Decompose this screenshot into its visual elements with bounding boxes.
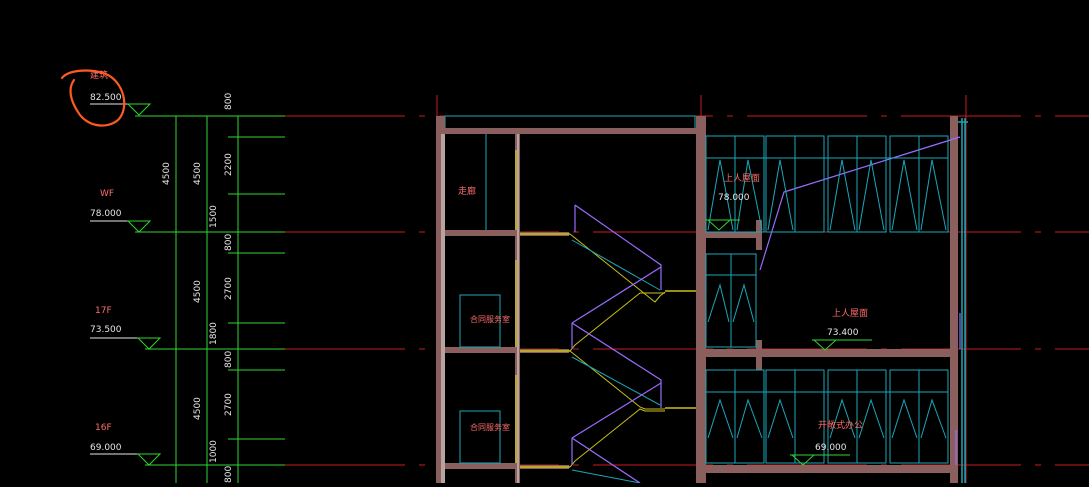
dim-seg-1: 800 <box>224 93 234 110</box>
level-marker-16f: 16F 69.000 <box>90 423 162 466</box>
curtain-wall-upper <box>705 135 949 233</box>
dim-seg-4: 800 <box>224 234 234 251</box>
dim-seg-6: 1800 <box>209 322 219 345</box>
office-name: 开敞式办公 <box>818 419 863 431</box>
interior-level-marks <box>706 219 872 466</box>
dim-seg-2: 2200 <box>224 153 234 176</box>
level-marker-wf: WF 78.000 <box>90 189 152 233</box>
dim-floor-2: 4500 <box>193 280 203 303</box>
railings <box>571 136 961 484</box>
dim-parapet: 4500 <box>162 162 172 185</box>
room-labels: 走廊 合同服务室 合同服务室 上人屋面 78.000 上人屋面 73.400 开… <box>458 173 868 453</box>
level-elevation: 73.500 <box>90 325 122 335</box>
dim-seg-10: 800 <box>224 466 234 483</box>
dim-seg-9: 1000 <box>209 440 219 463</box>
curtain-wall-mid <box>705 253 757 348</box>
roof-lower-elevation: 73.400 <box>827 328 859 338</box>
level-elevation: 82.500 <box>90 93 122 103</box>
room-restroom-upper: 合同服务室 <box>470 314 510 324</box>
dim-seg-7: 800 <box>224 351 234 368</box>
office-elevation: 69.000 <box>815 443 847 453</box>
level-name: 16F <box>95 423 112 433</box>
dim-seg-5: 2700 <box>224 277 234 300</box>
level-name: 17F <box>95 306 112 316</box>
level-lines-left <box>135 115 285 483</box>
building-section <box>436 115 968 484</box>
stair-hatch <box>571 239 661 484</box>
level-markers: 建筑 82.500 WF 78.000 17F 73.500 16F 69.00… <box>90 69 162 466</box>
dim-seg-3: 1500 <box>209 205 219 228</box>
axis-lines <box>285 95 1089 483</box>
annotation-circle <box>60 69 126 127</box>
level-marker-top: 建筑 82.500 <box>90 69 152 116</box>
roof-upper-name: 上人屋面 <box>724 173 760 184</box>
room-corridor: 走廊 <box>458 185 476 197</box>
level-name: WF <box>100 189 114 199</box>
dimension-labels: 4500 4500 4500 4500 800 2200 1500 800 27… <box>162 93 234 483</box>
stair-rails <box>515 150 696 468</box>
dim-floor-3: 4500 <box>193 397 203 420</box>
stair-flights <box>569 233 666 468</box>
restroom-doors <box>459 294 501 464</box>
level-marker-17f: 17F 73.500 <box>90 306 162 350</box>
curtain-wall-lower <box>705 369 949 464</box>
room-restroom-lower: 合同服务室 <box>470 422 510 432</box>
roof-upper-elevation: 78.000 <box>718 193 750 203</box>
dim-floor-1: 4500 <box>193 162 203 185</box>
level-elevation: 69.000 <box>90 443 122 453</box>
dim-seg-8: 2700 <box>224 393 234 416</box>
walls <box>436 116 958 483</box>
level-elevation: 78.000 <box>90 209 122 219</box>
roof-lower-name: 上人屋面 <box>832 308 868 319</box>
